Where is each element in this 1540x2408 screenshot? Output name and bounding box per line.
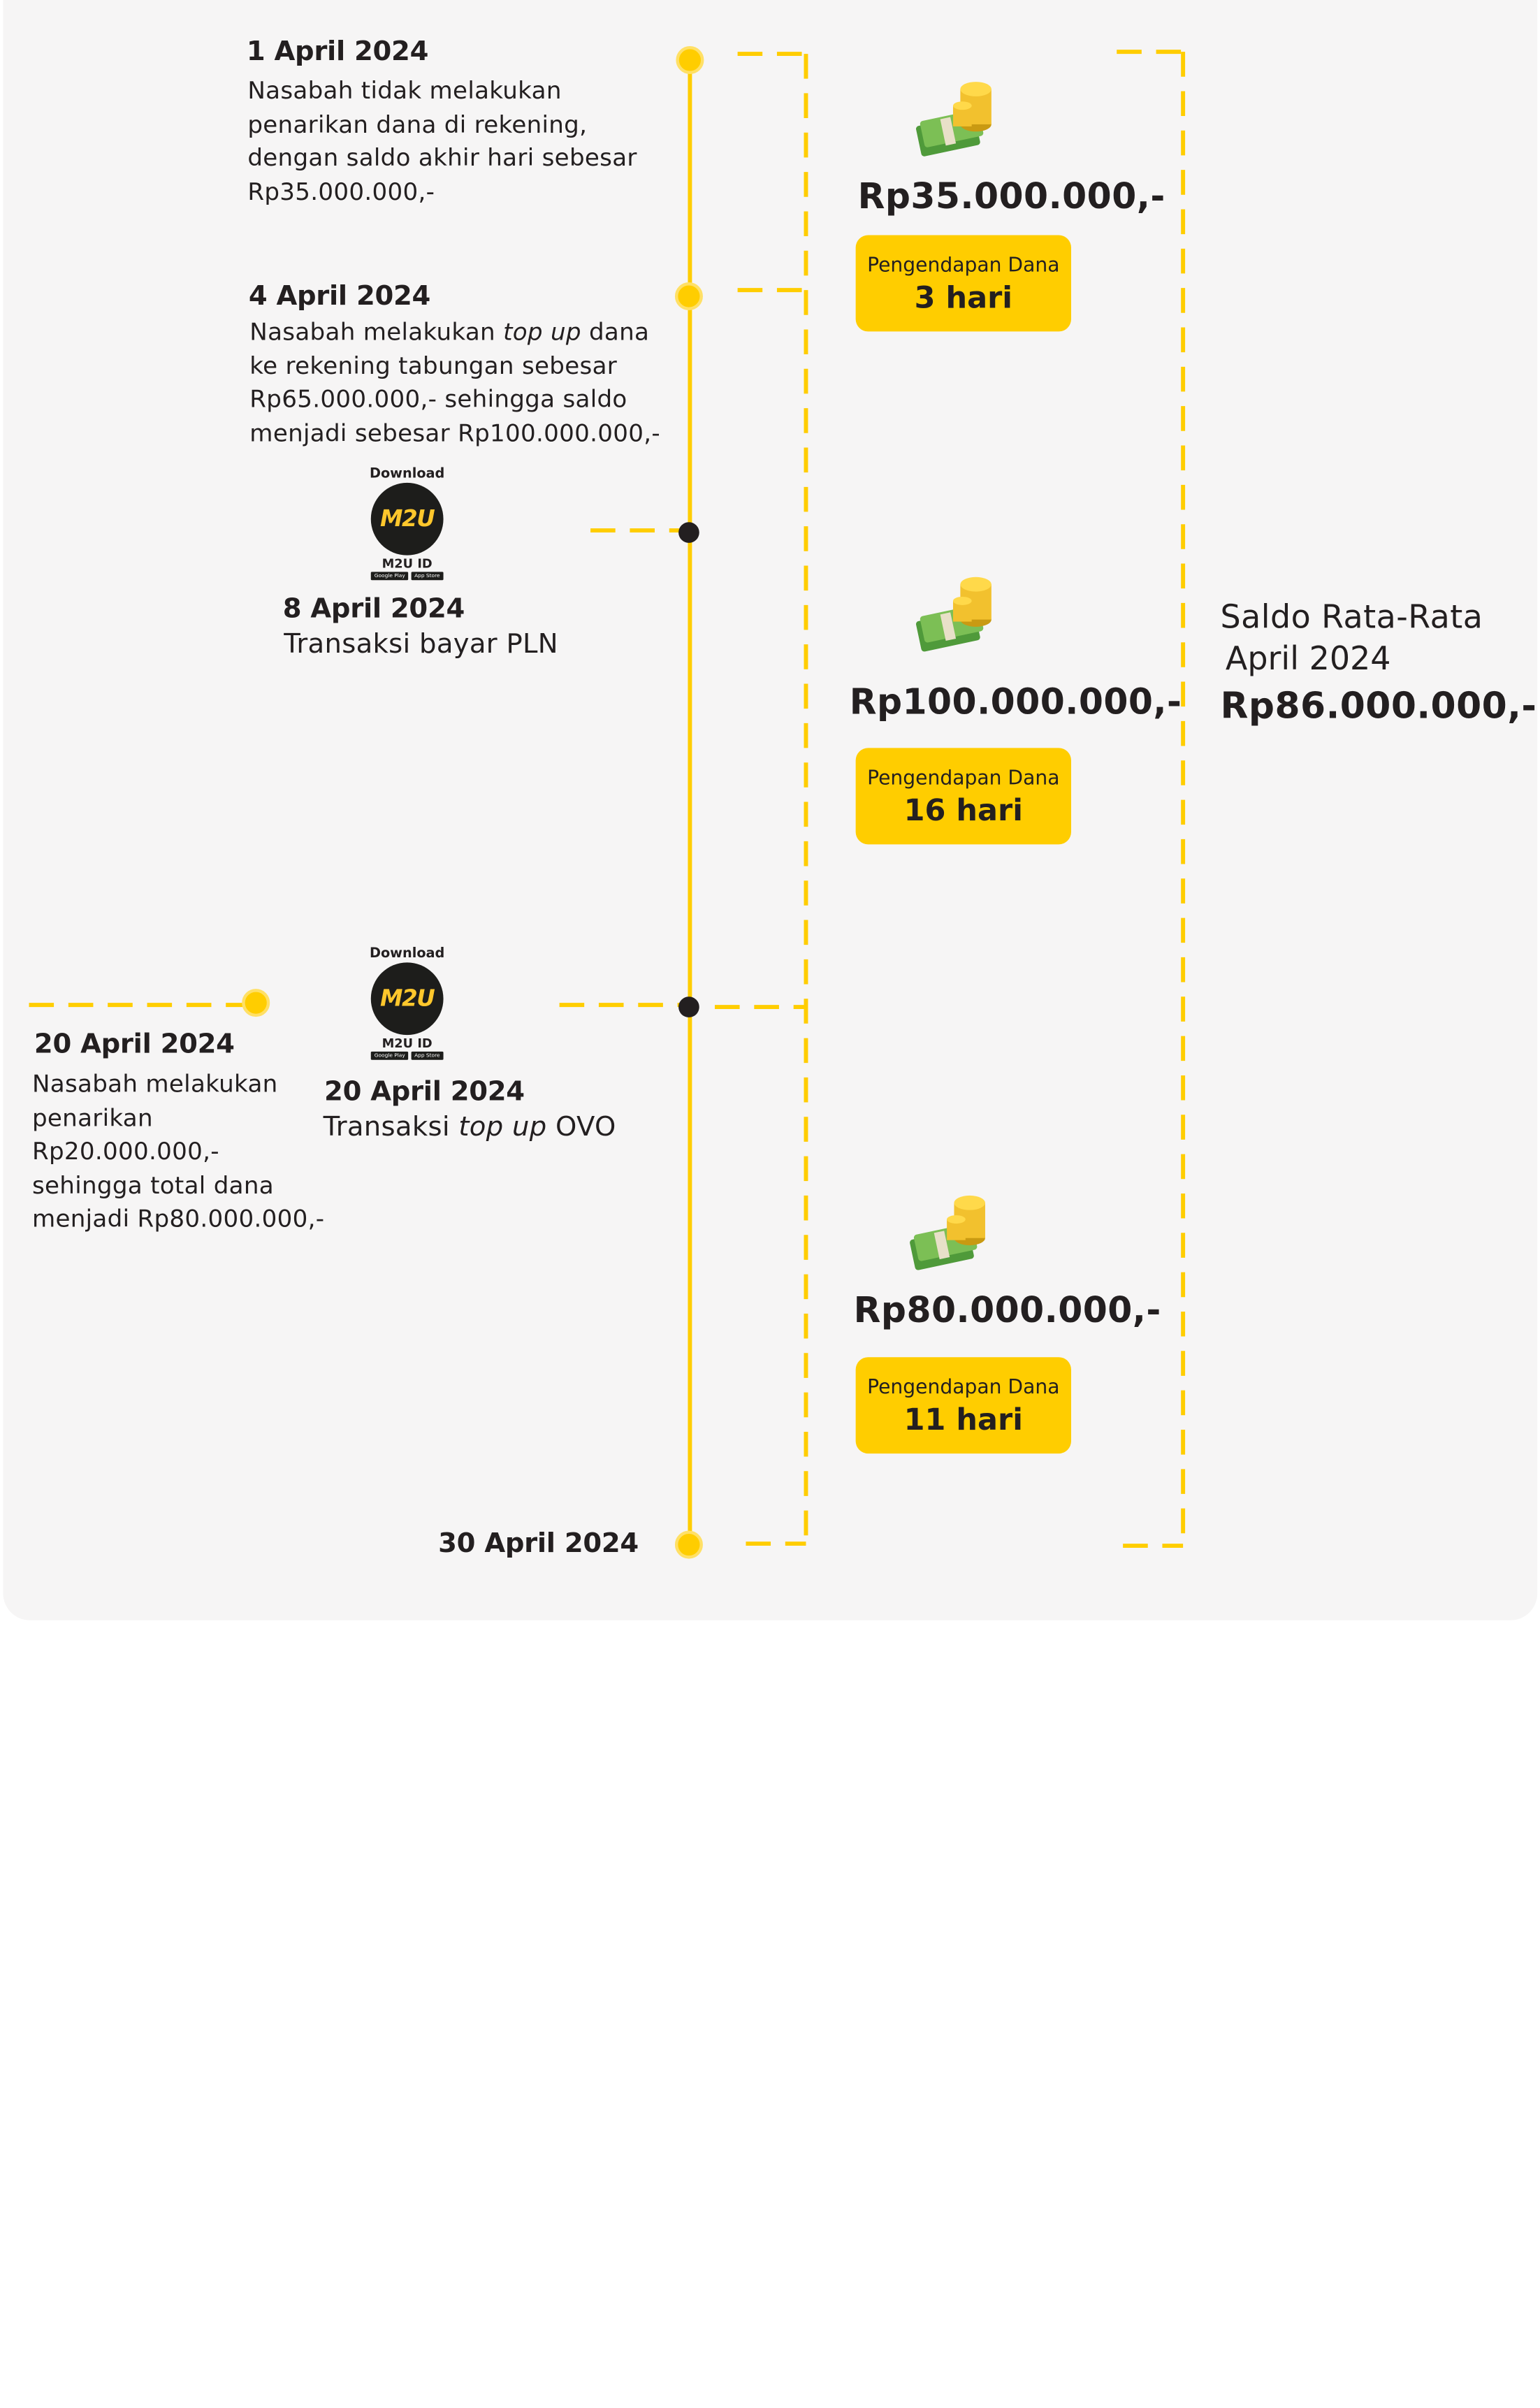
duration-badge: Pengendapan Dana 3 hari: [855, 235, 1072, 332]
duration-badge: Pengendapan Dana 11 hari: [855, 1357, 1072, 1454]
badge-value: 11 hari: [903, 1401, 1023, 1437]
timeline-graphic: [29, 45, 1186, 1559]
desc-line: penarikan dana di rekening,: [247, 111, 588, 138]
desc-text: Transaksi: [323, 1111, 459, 1143]
google-play-badge[interactable]: Google Play: [371, 1051, 409, 1060]
badge-label: Pengendapan Dana: [867, 1375, 1060, 1399]
desc-line: Rp65.000.000,- sehingga saldo: [249, 386, 627, 414]
desc-line: Nasabah melakukan top up dana: [249, 316, 660, 349]
desc-line: Nasabah tidak melakukan: [247, 78, 562, 105]
event-description: Nasabah tidak melakukan penarikan dana d…: [247, 75, 637, 210]
badge-value: 3 hari: [914, 280, 1013, 315]
badge-label: Pengendapan Dana: [867, 254, 1060, 277]
node-20-april: [678, 996, 699, 1017]
desc-line: Rp20.000.000,-: [31, 1138, 219, 1166]
desc-text: dana: [581, 319, 650, 347]
desc-line: menjadi Rp80.000.000,-: [31, 1205, 325, 1233]
app-store-badge[interactable]: App Store: [411, 572, 443, 581]
m2u-logo-icon: M2U: [370, 962, 444, 1036]
desc-line: ke rekening tabungan sebesar: [249, 352, 618, 380]
money-stack-icon: [910, 1195, 985, 1270]
m2u-download-badge[interactable]: Download M2U M2U ID Google Play App Stor…: [365, 946, 449, 1060]
store-badges: Google Play App Store: [365, 1051, 449, 1060]
inner-bracket: [714, 52, 808, 1546]
desc-line: menjadi sebesar Rp100.000.000,-: [249, 420, 660, 447]
desc-line: Nasabah melakukan: [31, 1071, 278, 1098]
desc-italic: top up: [458, 1111, 547, 1143]
badge-value: 16 hari: [903, 792, 1023, 828]
balance-amount: Rp35.000.000,-: [857, 176, 1165, 218]
average-title: Saldo Rata-Rata: [1220, 598, 1483, 637]
money-stack-icon: [916, 82, 991, 157]
download-label: Download: [369, 466, 445, 482]
app-name: M2U ID: [382, 556, 433, 571]
app-name: M2U ID: [382, 1036, 433, 1051]
m2u-logo-icon: M2U: [370, 482, 444, 556]
infographic-panel: [3, 0, 1538, 1620]
money-stack-icon: [916, 576, 991, 652]
node-1-april: [676, 45, 704, 75]
balance-amount: Rp80.000.000,-: [853, 1289, 1161, 1332]
download-label: Download: [369, 945, 445, 962]
balance-amount: Rp100.000.000,-: [849, 681, 1182, 723]
desc-line: sehingga total dana: [31, 1172, 274, 1200]
badge-label: Pengendapan Dana: [867, 767, 1060, 790]
event-date: 30 April 2024: [438, 1528, 639, 1560]
m2u-download-badge[interactable]: Download M2U M2U ID Google Play App Stor…: [365, 466, 449, 581]
event-description: Transaksi bayar PLN: [284, 628, 558, 660]
event-date: 4 April 2024: [248, 280, 431, 312]
average-value: Rp86.000.000,-: [1220, 686, 1537, 727]
event-date: 1 April 2024: [246, 36, 429, 68]
desc-line: penarikan: [31, 1105, 153, 1132]
desc-line: dengan saldo akhir hari sebesar: [247, 145, 637, 173]
desc-text: Nasabah melakukan: [249, 319, 504, 347]
node-4-april: [674, 282, 703, 311]
node-30-april: [674, 1530, 703, 1559]
desc-text: OVO: [546, 1111, 616, 1143]
outer-bracket: [1117, 50, 1186, 1548]
event-description: Transaksi top up OVO: [324, 1110, 616, 1144]
desc-line: Rp35.000.000,-: [247, 178, 435, 206]
google-play-badge[interactable]: Google Play: [371, 572, 409, 581]
event-date: 20 April 2024: [34, 1029, 235, 1060]
event-description: Nasabah melakukan penarikan Rp20.000.000…: [32, 1068, 324, 1237]
event-date: 20 April 2024: [324, 1076, 525, 1108]
node-20-april-withdraw: [242, 989, 270, 1017]
app-store-badge[interactable]: App Store: [411, 1051, 443, 1060]
event-date: 8 April 2024: [282, 593, 465, 625]
node-8-april: [678, 522, 699, 543]
event-description: Nasabah melakukan top up dana ke rekenin…: [249, 316, 660, 451]
desc-italic: top up: [503, 319, 581, 347]
duration-badge: Pengendapan Dana 16 hari: [855, 748, 1072, 845]
store-badges: Google Play App Store: [365, 572, 449, 581]
average-month: April 2024: [1225, 640, 1391, 678]
